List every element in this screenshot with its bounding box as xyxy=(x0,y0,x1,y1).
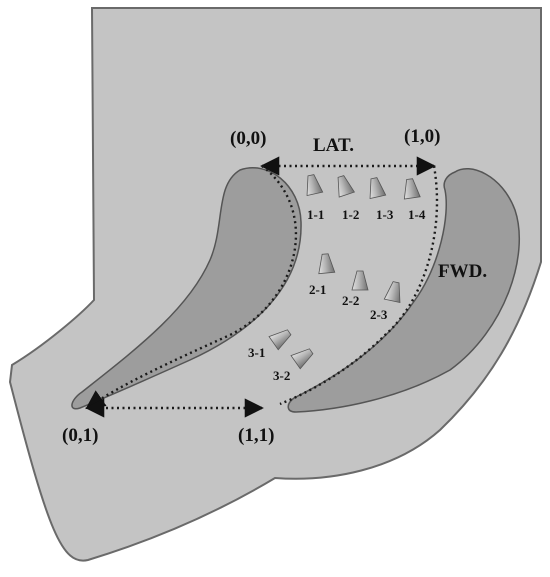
pin-label-1-2: 1-2 xyxy=(342,207,359,222)
pin-2-3 xyxy=(383,281,401,303)
pin-label-1-4: 1-4 xyxy=(408,207,426,222)
pin-2-2 xyxy=(351,270,369,291)
corner-label-bottom-left: (0,1) xyxy=(62,425,98,446)
forward-axis-label: FWD. xyxy=(438,261,487,282)
pin-1-4 xyxy=(403,178,421,200)
corner-label-top-right: (1,0) xyxy=(404,126,440,147)
pin-1-2 xyxy=(337,175,356,198)
pin-label-2-1: 2-1 xyxy=(309,282,326,297)
pin-3-2 xyxy=(290,348,314,370)
pin-label-2-2: 2-2 xyxy=(342,293,359,308)
lateral-axis-label: LAT. xyxy=(313,135,354,156)
pin-label-1-1: 1-1 xyxy=(307,207,324,222)
pin-2-1 xyxy=(318,253,336,275)
region-left-edge xyxy=(85,165,298,410)
pin-label-1-3: 1-3 xyxy=(376,207,394,222)
pin-1-1 xyxy=(306,174,324,196)
pin-1-3 xyxy=(369,177,387,199)
pin-label-2-3: 2-3 xyxy=(370,307,388,322)
pin-label-3-2: 3-2 xyxy=(273,368,290,383)
right-vane xyxy=(287,168,520,413)
corner-label-bottom-right: (1,1) xyxy=(238,425,274,446)
region-right-edge xyxy=(279,165,439,406)
corner-label-top-left: (0,0) xyxy=(230,128,266,149)
pin-label-3-1: 3-1 xyxy=(248,345,265,360)
pin-3-1 xyxy=(268,329,292,351)
